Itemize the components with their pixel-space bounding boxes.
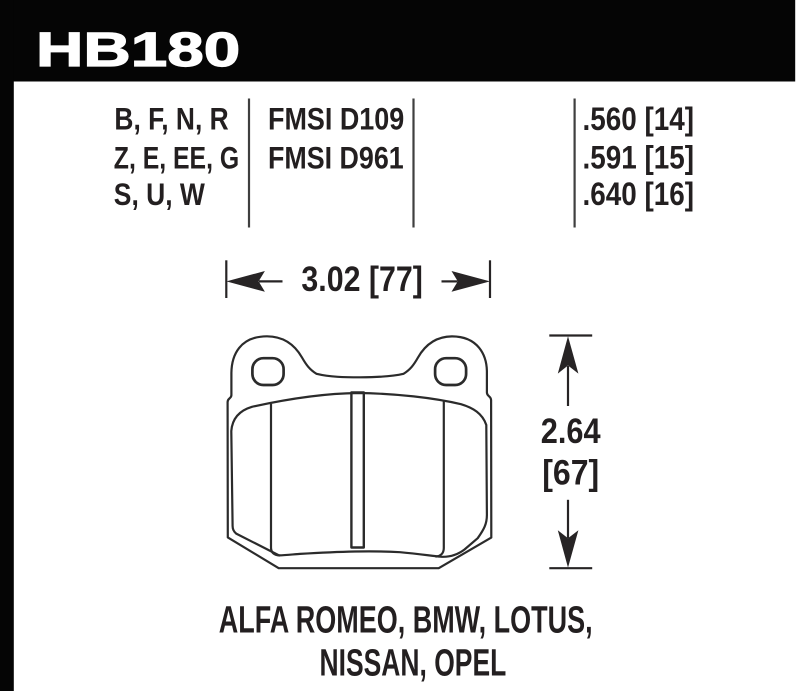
svg-text:HB180: HB180 [36, 24, 240, 77]
svg-text:ALFA ROMEO, BMW, LOTUS,: ALFA ROMEO, BMW, LOTUS, [219, 598, 593, 640]
svg-text:.640 [16]: .640 [16] [583, 177, 695, 212]
svg-text:NISSAN, OPEL: NISSAN, OPEL [320, 642, 507, 684]
svg-text:3.02 [77]: 3.02 [77] [301, 259, 422, 299]
svg-text:.591 [15]: .591 [15] [583, 141, 695, 176]
svg-text:Z, E, EE, G: Z, E, EE, G [114, 141, 239, 177]
svg-text:FMSI D961: FMSI D961 [268, 140, 404, 176]
svg-text:.560 [14]: .560 [14] [583, 102, 695, 137]
svg-text:2.64: 2.64 [541, 411, 601, 450]
svg-text:B, F, N, R: B, F, N, R [114, 102, 228, 137]
svg-text:FMSI D109: FMSI D109 [268, 102, 404, 138]
svg-text:[67]: [67] [542, 454, 599, 493]
svg-text:S, U, W: S, U, W [114, 177, 205, 213]
